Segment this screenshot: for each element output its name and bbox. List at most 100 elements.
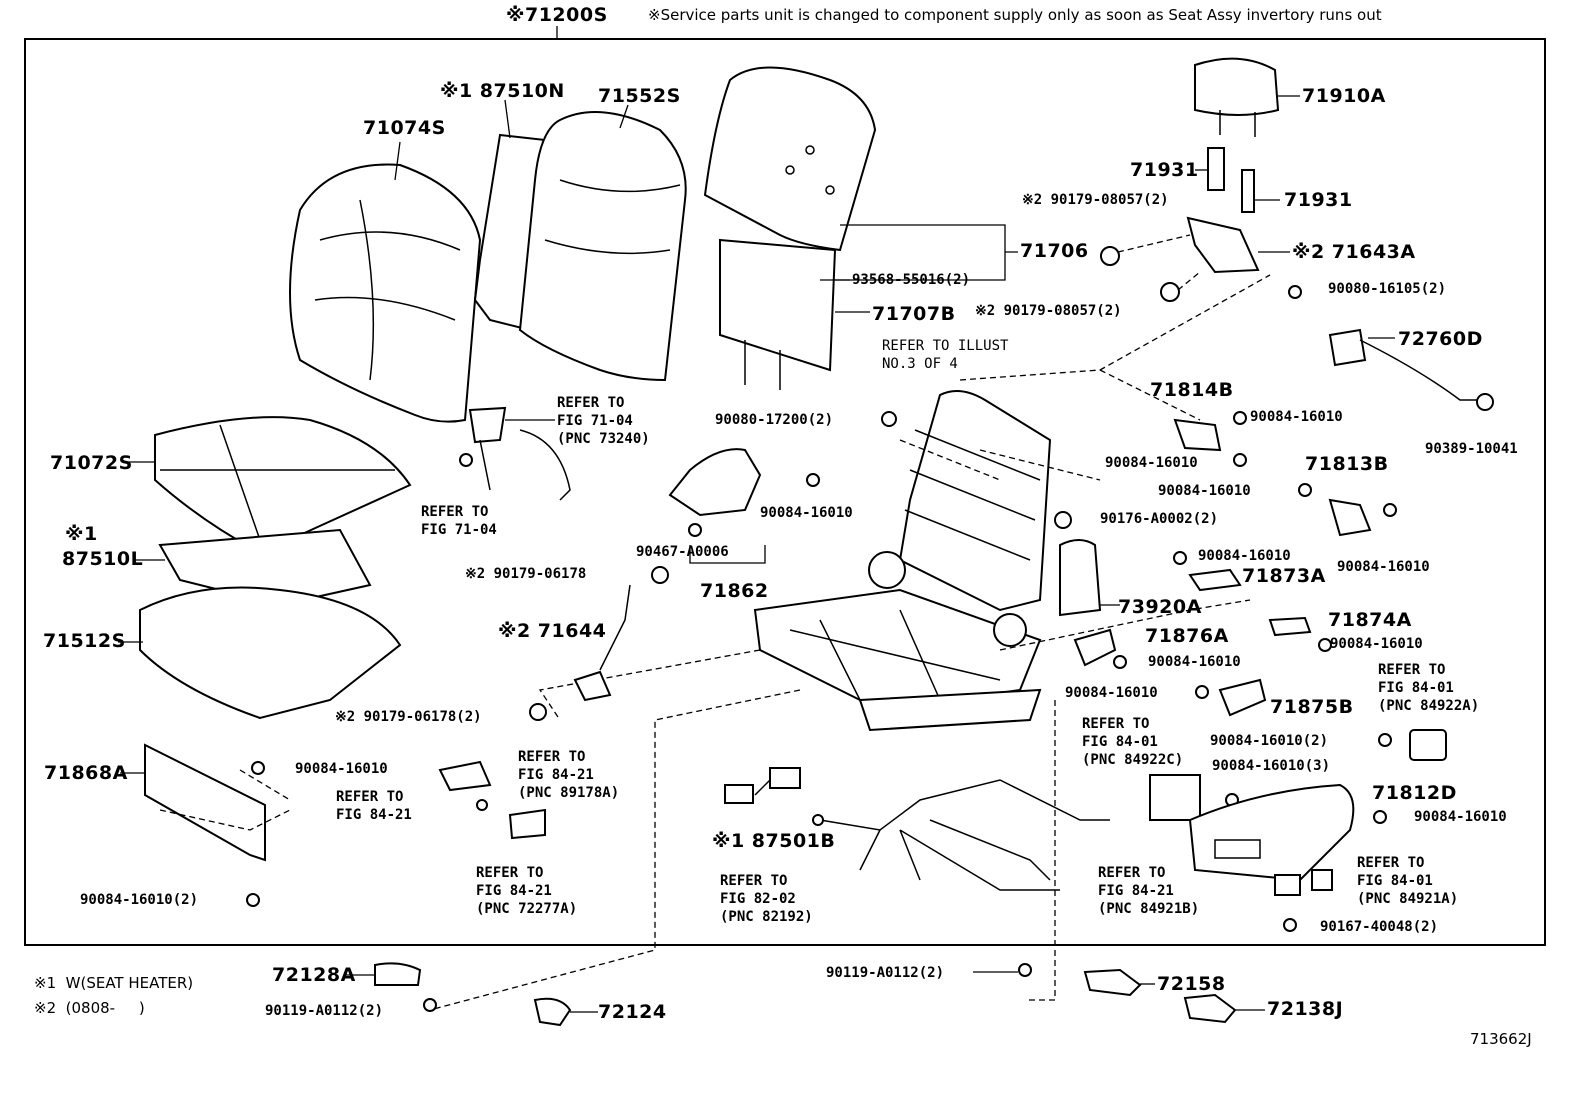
label-90084-16010-c[interactable]: 90084-16010	[1158, 483, 1251, 499]
cover-71874A	[1268, 616, 1312, 637]
sensor-71644	[573, 670, 612, 702]
ref-fig-84-01-84922C[interactable]: REFER TO FIG 84-01 (PNC 84922C)	[1082, 716, 1184, 768]
label-90167-40048[interactable]: 90167-40048(2)	[1320, 919, 1439, 935]
label-71874A[interactable]: 71874A	[1328, 609, 1412, 631]
label-71643A[interactable]: ※2 71643A	[1292, 241, 1416, 263]
label-71910A[interactable]: 71910A	[1302, 85, 1386, 107]
diagram-frame	[24, 38, 1546, 946]
label-90179-08057-b[interactable]: ※2 90179-08057(2)	[975, 303, 1122, 319]
label-71706[interactable]: 71706	[1020, 240, 1089, 262]
ref-fig-84-21-84921B[interactable]: REFER TO FIG 84-21 (PNC 84921B)	[1098, 865, 1200, 917]
label-90467-A0006[interactable]: 90467-A0006	[636, 544, 729, 560]
headrest-guide-right	[1241, 169, 1255, 213]
label-72158[interactable]: 72158	[1157, 973, 1226, 995]
label-90080-17200[interactable]: 90080-17200(2)	[715, 412, 834, 428]
ref-fig-84-21[interactable]: REFER TO FIG 84-21	[336, 789, 412, 823]
label-71812D[interactable]: 71812D	[1372, 782, 1457, 804]
label-72124[interactable]: 72124	[598, 1001, 667, 1023]
label-87510N[interactable]: ※1 87510N	[440, 80, 565, 102]
label-71814B[interactable]: 71814B	[1150, 379, 1234, 401]
nut-90179-b	[1160, 282, 1180, 302]
switch-84922C	[1149, 774, 1201, 821]
switch-89178A	[438, 760, 492, 792]
harness-72760D	[1328, 328, 1367, 367]
bracket-71643A	[1186, 216, 1260, 274]
lever-71875B	[1218, 678, 1267, 717]
bracket-71814B	[1173, 418, 1222, 452]
label-90179-06178-a[interactable]: ※2 90179-06178	[465, 566, 587, 582]
cushion-pad-71512S	[139, 586, 402, 720]
legend-note-1: ※1 W(SEAT HEATER)	[34, 974, 194, 992]
label-87510L[interactable]: 87510L	[62, 548, 144, 570]
label-71512S[interactable]: 71512S	[43, 630, 126, 652]
label-71813B[interactable]: 71813B	[1305, 453, 1389, 475]
cover-72138J	[1183, 993, 1237, 1024]
label-90084-16010-k[interactable]: 90084-16010(3)	[1212, 758, 1331, 774]
label-71707B[interactable]: 71707B	[872, 303, 956, 325]
label-90084-16010-j[interactable]: 90084-16010(2)	[1210, 733, 1329, 749]
ref-fig-84-21-72277A[interactable]: REFER TO FIG 84-21 (PNC 72277A)	[476, 865, 578, 917]
label-71876A[interactable]: 71876A	[1145, 625, 1229, 647]
label-71931-b[interactable]: 71931	[1284, 189, 1353, 211]
ref-fig-71-04[interactable]: REFER TO FIG 71-04	[421, 504, 497, 538]
label-71931-a[interactable]: 71931	[1130, 159, 1199, 181]
label-90084-16010-g[interactable]: 90084-16010	[760, 505, 853, 521]
label-90179-08057-a[interactable]: ※2 90179-08057(2)	[1022, 192, 1169, 208]
label-90084-16010-l[interactable]: 90084-16010	[1414, 809, 1507, 825]
label-71868A[interactable]: 71868A	[44, 762, 128, 784]
label-90084-16010-e[interactable]: 90084-16010	[1198, 548, 1291, 564]
label-90084-16010-a[interactable]: 90084-16010	[1250, 409, 1343, 425]
ref-illust[interactable]: REFER TO ILLUST NO.3 OF 4	[882, 338, 1009, 372]
wire-harness-82192	[819, 779, 1110, 891]
label-90084-16010-f[interactable]: 90084-16010	[1330, 636, 1423, 652]
label-90179-06178-b[interactable]: ※2 90179-06178(2)	[335, 709, 482, 725]
label-90119-A0112-b[interactable]: 90119-A0112(2)	[826, 965, 945, 981]
label-90389-10041[interactable]: 90389-10041	[1425, 441, 1518, 457]
label-90084-16010-i[interactable]: 90084-16010	[1065, 685, 1158, 701]
label-90084-16010-b[interactable]: 90084-16010	[1105, 455, 1198, 471]
lever-71876A	[1073, 628, 1117, 667]
label-87501B[interactable]: ※1 87501B	[712, 830, 836, 852]
label-72138J[interactable]: 72138J	[1267, 998, 1344, 1020]
knob-84921A	[1311, 869, 1333, 891]
label-90119-A0112-a[interactable]: 90119-A0112(2)	[265, 1003, 384, 1019]
seatbelt-buckle	[468, 406, 507, 444]
label-71873A[interactable]: 71873A	[1242, 565, 1326, 587]
label-90084-16010-m[interactable]: 90084-16010	[295, 761, 388, 777]
label-93568-55016[interactable]: 93568-55016(2)	[852, 272, 971, 288]
headrest-71910A	[1194, 57, 1280, 116]
bracket-71813B	[1328, 498, 1372, 537]
switch-84922A	[1409, 729, 1447, 761]
assembly-code: ※71200S	[506, 4, 608, 26]
label-72760D[interactable]: 72760D	[1398, 328, 1483, 350]
label-71875B[interactable]: 71875B	[1270, 696, 1354, 718]
ref-fig-84-01-84922A[interactable]: REFER TO FIG 84-01 (PNC 84922A)	[1378, 662, 1480, 714]
ref-fig-82-02[interactable]: REFER TO FIG 82-02 (PNC 82192)	[720, 873, 813, 925]
switch-72277A	[508, 808, 546, 840]
label-90084-16010-h[interactable]: 90084-16010	[1148, 654, 1241, 670]
label-90080-16105[interactable]: 90080-16105(2)	[1328, 281, 1447, 297]
label-72128A[interactable]: 72128A	[272, 964, 356, 986]
ref-fig-84-21-89178A[interactable]: REFER TO FIG 84-21 (PNC 89178A)	[518, 749, 620, 801]
ref-fig-84-01-84921A[interactable]: REFER TO FIG 84-01 (PNC 84921A)	[1357, 855, 1459, 907]
side-airbag-73920A	[1059, 539, 1102, 617]
clip-90389	[1476, 393, 1494, 411]
cover-72158	[1083, 968, 1142, 997]
label-71552S[interactable]: 71552S	[598, 85, 681, 107]
label-90176-A0002[interactable]: 90176-A0002(2)	[1100, 511, 1219, 527]
label-71644[interactable]: ※2 71644	[498, 620, 607, 642]
ref-fig-71-04-pnc[interactable]: REFER TO FIG 71-04 (PNC 73240)	[557, 395, 650, 447]
side-shield-71812D	[1188, 783, 1355, 882]
label-71862[interactable]: 71862	[700, 580, 769, 602]
label-71074S[interactable]: 71074S	[363, 117, 446, 139]
label-90084-16010-d[interactable]: 90084-16010	[1337, 559, 1430, 575]
label-90084-16010-n[interactable]: 90084-16010(2)	[80, 892, 199, 908]
label-71072S[interactable]: 71072S	[50, 452, 133, 474]
cover-72124	[533, 997, 572, 1027]
knob-84921B	[1274, 874, 1301, 896]
label-73920A[interactable]: 73920A	[1118, 596, 1202, 618]
frame-bracket-71862	[668, 448, 762, 517]
side-cover-71868A	[144, 743, 266, 862]
illustration-id: 713662J	[1470, 1030, 1532, 1048]
legend-note-2: ※2 (0808- )	[34, 999, 145, 1017]
